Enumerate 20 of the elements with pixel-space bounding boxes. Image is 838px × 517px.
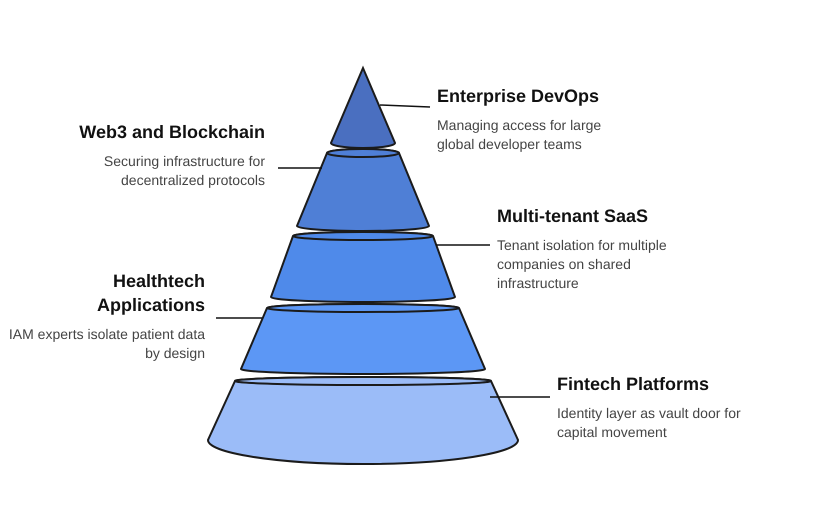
segment-heading: Fintech Platforms [557, 373, 710, 396]
segment-heading: Healthtech Applications [96, 270, 205, 317]
cone-segment [207, 376, 519, 465]
segment-description: IAM experts isolate patient data by design [8, 325, 205, 363]
leader-line [380, 104, 430, 108]
leader-line [490, 396, 550, 398]
segment-description: Tenant isolation for multiple companies on shared infrastructure [497, 236, 668, 293]
cone-segment [240, 303, 486, 375]
segment-heading: Multi-tenant SaaS [497, 205, 650, 228]
segment-description: Securing infrastructure for decentralized protocols [102, 152, 265, 190]
leader-line [278, 167, 322, 169]
cone-segment [296, 148, 430, 232]
leader-line [436, 244, 490, 246]
segment-heading: Web3 and Blockchain [78, 121, 265, 144]
cone-segment [270, 231, 456, 303]
segment-description: Identity layer as vault door for capital movement [557, 404, 742, 442]
cone-segment [330, 67, 396, 149]
segment-heading: Enterprise DevOps [437, 85, 600, 108]
leader-line [216, 317, 262, 319]
segment-description: Managing access for large global developer teams [437, 116, 602, 154]
